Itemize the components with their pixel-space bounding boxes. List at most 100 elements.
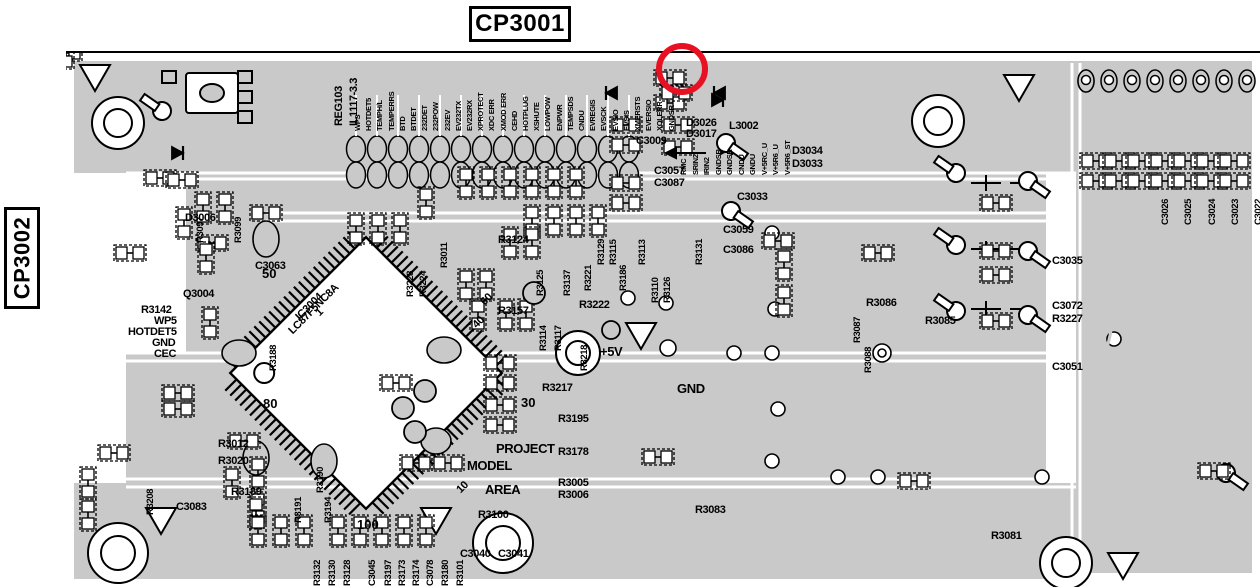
connector-pin-xshute: XSHUTE: [532, 102, 542, 131]
silkscreen-label-c3063: C3063: [255, 260, 286, 272]
page-title-cp3001: CP3001: [469, 6, 571, 42]
silkscreen-label-r3228: R3228: [405, 271, 416, 297]
silkscreen-label-r3218: R3218: [579, 345, 590, 371]
silkscreen-label-c3022: C3022: [1253, 199, 1260, 225]
silkscreen-label-c3033: C3033: [737, 191, 768, 203]
silkscreen-label-r3174: R3174: [411, 560, 422, 586]
connector-pin-temperrs: TEMPERRS: [386, 91, 396, 131]
silkscreen-label-d3026: D3026: [686, 117, 717, 129]
silkscreen-label-r3086: R3086: [866, 297, 897, 309]
silkscreen-label-30: 30: [521, 395, 536, 410]
signal-label-gndsr: GNDSR: [725, 149, 734, 175]
silkscreen-label-d3017: D3017: [686, 128, 717, 140]
silkscreen-label-r3188: R3188: [268, 345, 279, 371]
connector-pin-232pow: 232POW: [431, 102, 441, 131]
silkscreen-label-r3178: R3178: [558, 446, 589, 458]
connector-pin-btdet: BTDET: [409, 107, 418, 132]
connector-pin-evregis: EVREGIS: [588, 99, 598, 131]
silkscreen-label-r3222: R3222: [579, 299, 610, 311]
connector-pin-ev232tx: EV232TX: [453, 100, 463, 131]
silkscreen-label-r3137: R3137: [562, 270, 573, 296]
silkscreen-label-c3078: C3078: [425, 560, 436, 586]
silkscreen-label-r3191: R3191: [293, 497, 304, 523]
test-point-area: AREA: [485, 482, 521, 497]
silkscreen-label-r3083: R3083: [695, 504, 726, 516]
pcb-copper-and-silkscreen: [66, 53, 1260, 587]
silkscreen-label-r3142: R3142: [141, 304, 172, 316]
silkscreen-label-c3026: C3026: [1160, 199, 1171, 225]
silkscreen-label-c3041: C3041: [498, 548, 529, 560]
connector-pin-232det: 232DET: [420, 105, 430, 131]
silkscreen-label-c3024: C3024: [1207, 199, 1218, 225]
silkscreen-label-c3051: C3051: [1052, 361, 1083, 373]
screw-slot-symbols: [138, 92, 1250, 492]
connector-pin-cehd: CEHD: [509, 110, 519, 131]
silkscreen-label-r3186: R3186: [618, 265, 629, 291]
regulator-package: [161, 70, 253, 124]
silkscreen-label-r3012: R3012: [218, 438, 249, 450]
test-point-pads: [391, 281, 621, 444]
silkscreen-label-r3085: R3085: [925, 315, 956, 327]
silkscreen-label-r3088: R3088: [863, 347, 874, 373]
silkscreen-label-wp5: WP5: [154, 315, 177, 327]
silkscreen-label-80: 80: [263, 396, 278, 411]
connector-pin-cndu: CNDU: [577, 110, 586, 131]
silkscreen-label-c3057: C3057: [654, 165, 685, 177]
connector-pin-evsis: EVSIS: [621, 110, 631, 131]
silkscreen-label-d3034: D3034: [792, 145, 823, 157]
silkscreen-label-r3087: R3087: [852, 317, 863, 343]
silkscreen-label-r3129: R3129: [596, 239, 607, 265]
silkscreen-label-r3197: R3197: [383, 560, 394, 586]
signal-label-v+5r6-st: V+5R6_ST: [782, 140, 792, 176]
connector-pin-tempsds: TEMPSDS: [565, 96, 575, 131]
test-point-project: PROJECT: [496, 441, 555, 456]
page-title-cp3002-text: CP3002: [9, 216, 35, 300]
signal-label-srin2: SRIN2: [690, 154, 700, 175]
silkscreen-label-r3208: R3208: [145, 489, 156, 515]
connector-pin-xprotect: XPROTECT: [476, 92, 486, 131]
fiducial-triangles: [78, 64, 1140, 582]
connector-pin-evsck: EVSCK: [599, 106, 609, 131]
silkscreen-label-r3173: R3173: [397, 560, 408, 586]
teardrop-pads: [221, 220, 462, 479]
silkscreen-label-d3006: D3006: [185, 212, 216, 224]
silkscreen-label-r3190: R3190: [315, 467, 326, 493]
connector-pin-wps: WPS: [353, 114, 362, 131]
silkscreen-label-r3124: R3124: [498, 234, 529, 246]
page-title-cp3001-text: CP3001: [475, 10, 565, 37]
connector-leads: [355, 95, 630, 136]
silkscreen-label-c3035: C3035: [1052, 255, 1083, 267]
vias: [620, 225, 1122, 485]
silkscreen-label-r3132: R3132: [312, 560, 323, 586]
signal-label-gndu: GNDU: [748, 154, 757, 175]
silkscreen-label-r3011: R3011: [439, 242, 450, 268]
silkscreen-label-c3009: C3009: [636, 135, 667, 147]
silkscreen-label-r3194: R3194: [323, 497, 334, 523]
page-title-cp3002: CP3002: [4, 207, 40, 309]
silkscreen-label-r3180: R3180: [440, 560, 451, 586]
silkscreen-label-r3227: R3227: [1052, 313, 1083, 325]
silkscreen-label-r3131: R3131: [694, 239, 705, 265]
connector-arrow: [663, 146, 706, 160]
silkscreen-label-c3072: C3072: [1052, 300, 1083, 312]
silkscreen-label-c3083: C3083: [176, 501, 207, 513]
signal-label-irin2: IRIN2: [702, 157, 711, 175]
silkscreen-label-r3005: R3005: [558, 477, 589, 489]
silkscreen-label-c3040: C3040: [460, 548, 491, 560]
connector-pin-xolerr: XOLERR: [655, 101, 665, 131]
silkscreen-label-r3099: R3099: [233, 217, 244, 243]
silkscreen-label-r3020: R3020: [218, 455, 249, 467]
connector-pin-hotplug: HOTPLUG: [521, 96, 530, 131]
silkscreen-label-100: 100: [357, 517, 379, 532]
silkscreen-label-r3115: R3115: [608, 239, 619, 265]
connector-pin-evsio: EVSIO: [610, 109, 620, 131]
silkscreen-label-c3086: C3086: [723, 244, 754, 256]
connector-pin-temph-l: TEMPH/L: [375, 100, 385, 131]
silkscreen-label-gnd: GND: [152, 337, 176, 349]
silkscreen-label-r3097: R3097: [195, 217, 206, 243]
test-point-gnd: GND: [677, 381, 705, 396]
silkscreen-label-r3100: R3100: [478, 509, 509, 521]
connector-pin-xmod-err: XMOD ERR: [498, 92, 508, 131]
signal-label-gndsr: GNDSR: [713, 149, 723, 175]
